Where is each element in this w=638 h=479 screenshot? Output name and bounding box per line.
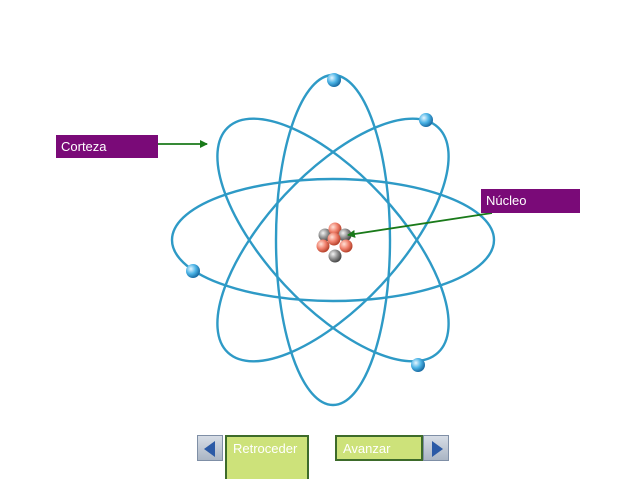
- nucleo-pointer-arrow: [347, 212, 493, 238]
- arrow-left-icon[interactable]: [197, 435, 223, 461]
- proton: [316, 239, 330, 253]
- proton: [339, 239, 353, 253]
- avanzar-button[interactable]: Avanzar: [335, 435, 423, 461]
- electrons: [186, 73, 433, 372]
- nucleus: [316, 222, 353, 263]
- orbit-horizontal: [170, 177, 496, 303]
- label-nucleo: Núcleo: [481, 189, 580, 213]
- triangle-right-icon: [432, 441, 443, 457]
- orbit-diagonal-left: [216, 117, 450, 363]
- orbit-diagonal-right: [216, 117, 450, 363]
- proton: [327, 232, 341, 246]
- proton: [328, 222, 342, 236]
- arrow-right-icon[interactable]: [423, 435, 449, 461]
- electron: [186, 264, 200, 278]
- label-corteza: Corteza: [56, 135, 158, 158]
- electron: [411, 358, 425, 372]
- electron: [327, 73, 341, 87]
- electron: [419, 113, 433, 127]
- retroceder-button[interactable]: Retroceder: [225, 435, 309, 479]
- neutron: [328, 249, 342, 263]
- triangle-left-icon: [204, 441, 215, 457]
